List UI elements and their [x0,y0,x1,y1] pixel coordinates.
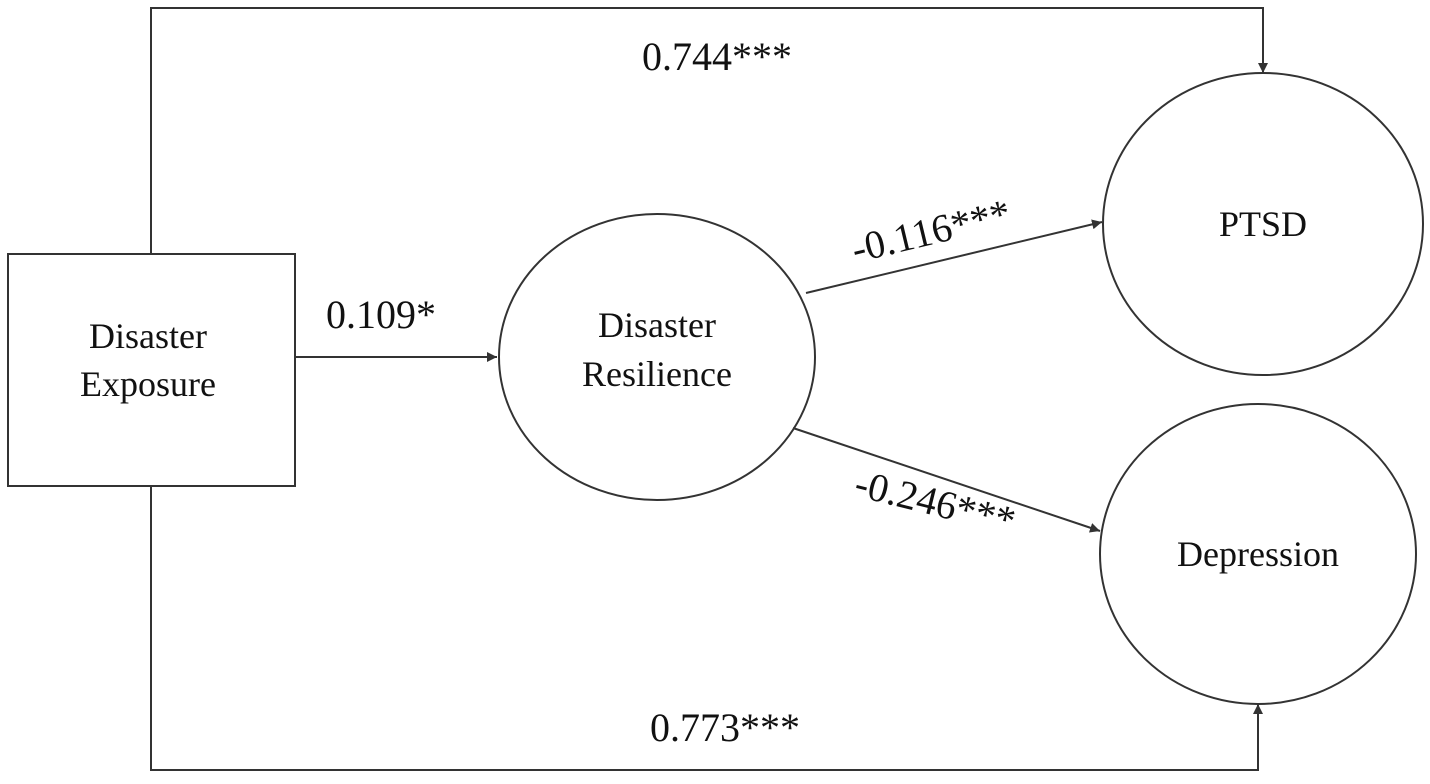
path-arrow [150,486,1263,771]
node-ptsd: PTSD [1102,72,1424,376]
path-exposure-to-depression: 0.773*** [150,486,1263,771]
path-arrow [150,7,1268,254]
path-coefficient: 0.109* [326,292,436,337]
path-arrow [792,427,1101,533]
node-disaster-exposure: Disaster Exposure [7,253,296,487]
node-label-line2: Exposure [80,364,216,404]
path-exposure-to-resilience: 0.109* [295,292,497,362]
node-circle [498,213,816,501]
node-label-line1: Disaster [598,305,716,345]
node-label-line1: Disaster [89,316,207,356]
path-coefficient: -0.246*** [851,460,1020,543]
node-label: Depression [1177,534,1339,574]
path-arrow [805,219,1103,294]
node-label: PTSD [1219,204,1307,244]
path-coefficient: 0.773*** [650,705,800,750]
path-exposure-to-ptsd: 0.744*** [150,7,1268,254]
path-coefficient: 0.744*** [642,34,792,79]
path-coefficient: -0.116*** [847,190,1015,272]
path-resilience-to-ptsd: -0.116*** [805,190,1103,294]
node-disaster-resilience: Disaster Resilience [498,213,816,501]
node-label-line2: Resilience [582,354,732,394]
node-depression: Depression [1099,403,1417,705]
path-resilience-to-depression: -0.246*** [792,427,1101,543]
